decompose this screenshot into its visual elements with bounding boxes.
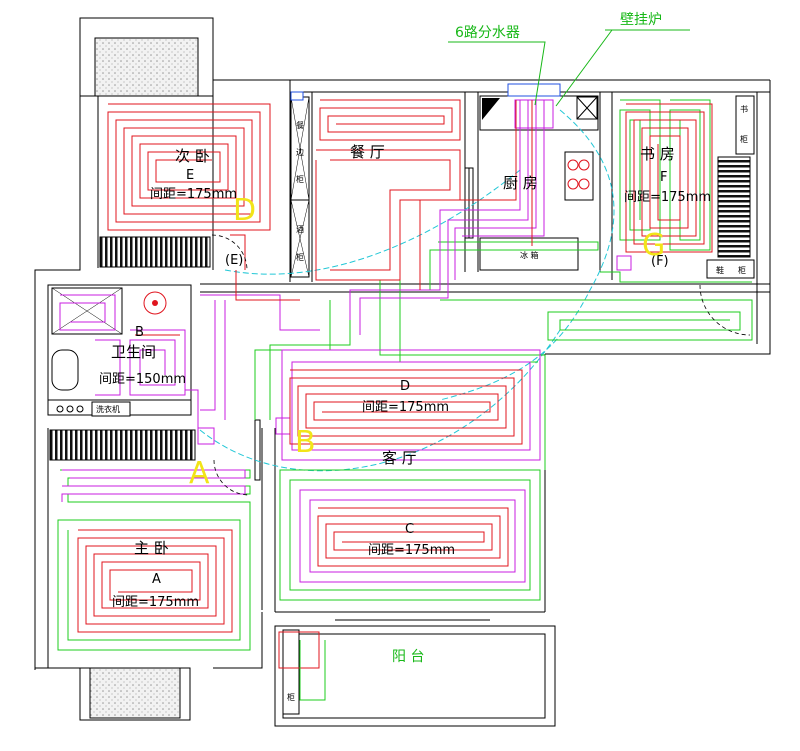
bathroom-spacing: 间距=150mm: [99, 372, 186, 387]
cabinet2-char-2: 柜: [296, 252, 304, 262]
boiler-annotation: 壁挂炉: [620, 12, 662, 28]
second-bedroom-spacing: 间距=175mm: [150, 187, 237, 202]
shoe-cabinet: [706, 259, 755, 279]
radiator-f: [717, 156, 751, 258]
living-d-letter: D: [400, 379, 410, 394]
loop-letter-a: A: [189, 456, 210, 491]
bathroom-name: 卫生间: [111, 343, 156, 361]
loop-letter-g: G: [642, 228, 665, 263]
study-letter: F: [660, 170, 667, 185]
second-bedroom-loop: (E): [225, 253, 243, 268]
master-letter: A: [152, 572, 161, 587]
manifold-annotation: 6路分水器: [455, 25, 520, 41]
cabinet-char-1: 餐: [296, 121, 304, 130]
cabinet-char-2: 边: [296, 147, 304, 157]
furniture: 餐 边 柜 酒 柜 冰 箱 书 柜 鞋 柜 洗衣机: [49, 83, 755, 715]
cabinet-char-3: 柜: [296, 174, 304, 184]
balcony-cabinet: [282, 629, 300, 715]
fridge-label: 冰 箱: [520, 250, 539, 260]
labels: 6路分水器 壁挂炉 次 卧 E 间距=175mm (E) 餐 厅 厨 房 书 房…: [99, 12, 711, 665]
book-cab-char-1: 书: [740, 104, 748, 114]
pipes-magenta: [59, 100, 545, 583]
study-loop: (F): [651, 254, 669, 269]
box-b: [275, 417, 291, 435]
manifold: [507, 83, 561, 97]
radiator-e: [99, 236, 211, 268]
study-name: 书 房: [640, 145, 675, 163]
master-spacing: 间距=175mm: [112, 595, 199, 610]
master-name: 主 卧: [134, 539, 169, 557]
book-cab-char-2: 柜: [740, 134, 748, 144]
fridge: [479, 237, 579, 271]
second-bedroom-letter: E: [186, 168, 194, 183]
loop-letter-d: D: [233, 193, 256, 228]
washer: [91, 401, 131, 417]
leaders: [448, 29, 690, 107]
study-spacing: 间距=175mm: [624, 190, 711, 205]
box-g: [616, 255, 632, 271]
door-swings: [211, 234, 751, 496]
washer-label: 洗衣机: [96, 404, 120, 414]
radiator-a: [49, 429, 196, 461]
bathroom-letter: B: [135, 325, 144, 340]
box-top: [290, 91, 304, 101]
second-bedroom-name: 次 卧: [175, 147, 210, 165]
balcony-name: 阳 台: [392, 649, 424, 665]
shoe-cab-char-2: 柜: [738, 265, 746, 275]
living-c-spacing: 间距=175mm: [368, 543, 455, 558]
stove: [564, 151, 594, 201]
pipes-red: [77, 99, 713, 633]
kitchen-name: 厨 房: [503, 174, 538, 192]
book-cabinet: [735, 95, 755, 155]
living-name: 客 厅: [382, 449, 417, 467]
loop-letter-b: B: [295, 425, 316, 460]
living-d-spacing: 间距=175mm: [362, 400, 449, 415]
toilet: [51, 349, 79, 391]
living-c-letter: C: [405, 522, 414, 537]
balcony-cab-label: 柜: [287, 692, 295, 702]
shoe-cab-char-1: 鞋: [716, 265, 724, 275]
dining-name: 餐 厅: [350, 143, 385, 161]
cabinet2-char-1: 酒: [296, 225, 304, 234]
